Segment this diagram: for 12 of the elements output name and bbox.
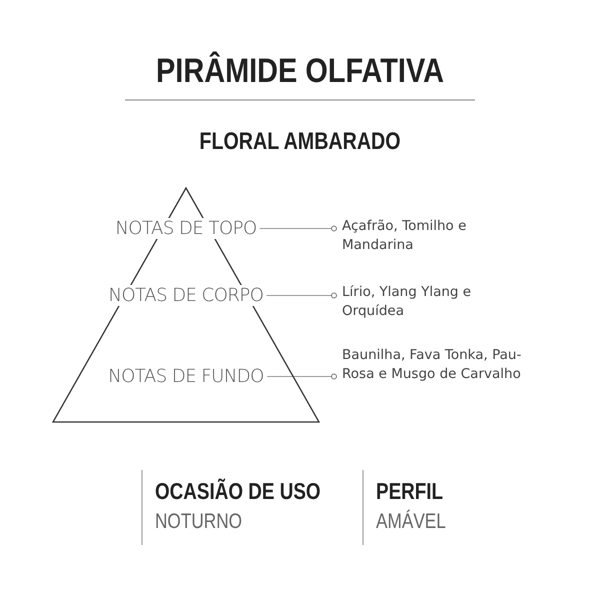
subtitle: FLORAL AMBARADO <box>198 128 402 156</box>
leader-line <box>259 226 337 232</box>
leader-line <box>266 292 337 298</box>
note-list: Lírio, Ylang Ylang e Orquídea <box>342 283 492 321</box>
leader-line <box>266 374 337 380</box>
title: PIRÂMIDE OLFATIVA <box>155 52 445 91</box>
category-value: NOTURNO <box>155 510 242 534</box>
category-heading: OCASIÃO DE USO <box>155 478 321 505</box>
category-value: AMÁVEL <box>376 510 446 534</box>
category-heading: PERFIL <box>376 478 444 505</box>
note-list: Baunilha, Fava Tonka, Pau-Rosa e Musgo de Carvalho <box>342 346 532 384</box>
note-list: Açafrão, Tomilho e Mandarina <box>342 217 492 255</box>
